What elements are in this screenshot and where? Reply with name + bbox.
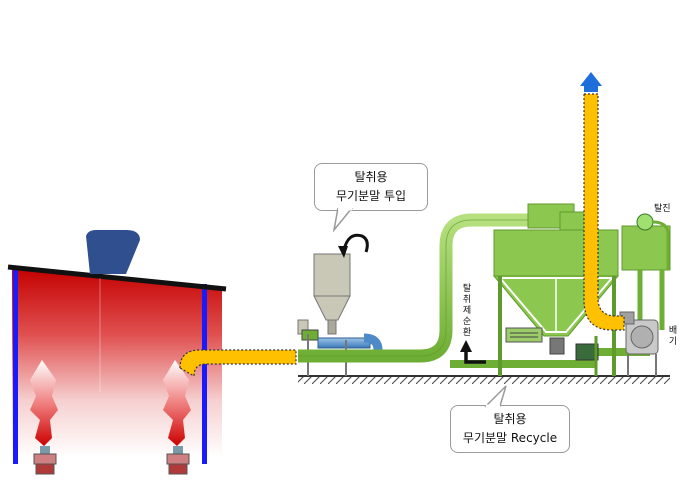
pulse-valve <box>636 213 654 231</box>
callout-powder-recycle-line1: 탈취용 <box>493 412 527 426</box>
feeder-motor <box>301 329 319 341</box>
filter-housing <box>493 229 619 277</box>
burner-nozzle-left <box>40 446 50 454</box>
flame-right <box>163 360 191 446</box>
callout-powder-input: 탈취용 무기분말 투입 <box>314 163 428 211</box>
callout-powder-recycle-tail <box>484 385 507 408</box>
callout-powder-input-line1: 탈취용 <box>354 170 388 184</box>
burner-left <box>30 360 58 475</box>
feeder-hopper <box>313 253 351 297</box>
feeder-cone <box>313 295 351 321</box>
flame-left <box>30 360 58 446</box>
feeder-screw <box>317 337 371 349</box>
callout-powder-recycle-line2: 무기분말 Recycle <box>462 431 558 445</box>
label-recirculation: 탈취제순환 <box>462 284 472 338</box>
control-panel <box>505 327 543 343</box>
ground <box>298 375 670 384</box>
recirc-arrow-icon <box>464 350 486 364</box>
exhaust-stack <box>583 93 625 331</box>
callout-powder-input-line2: 무기분말 투입 <box>335 189 407 203</box>
exhaust-duct <box>179 349 297 378</box>
burner-nozzle-right <box>173 446 183 454</box>
burner-base-left <box>35 463 55 475</box>
burner-body-right <box>166 453 190 465</box>
burner-base-right <box>168 463 188 475</box>
rotate-arrow-icon <box>342 233 369 253</box>
rotary-valve <box>549 337 565 355</box>
furnace-wall-left <box>13 268 18 464</box>
powder-feeder <box>297 253 371 376</box>
dust-removal-unit <box>621 213 671 330</box>
burner-body-left <box>33 453 57 465</box>
label-dust-removal: 탈진 <box>654 204 671 214</box>
callout-powder-input-tail <box>332 208 353 232</box>
furnace-wall-right <box>202 284 207 464</box>
exhaust-fan <box>619 311 659 376</box>
feeder-outlet <box>327 319 337 335</box>
hopper-cap <box>86 230 140 274</box>
callout-powder-recycle: 탈취용 무기분말 Recycle <box>450 405 570 453</box>
label-exhaust: 배기 <box>668 326 678 347</box>
main-green-pipe-outline <box>298 219 560 357</box>
drive-motor <box>575 343 599 361</box>
burner-right <box>163 360 191 475</box>
furnace-roof <box>7 264 227 292</box>
